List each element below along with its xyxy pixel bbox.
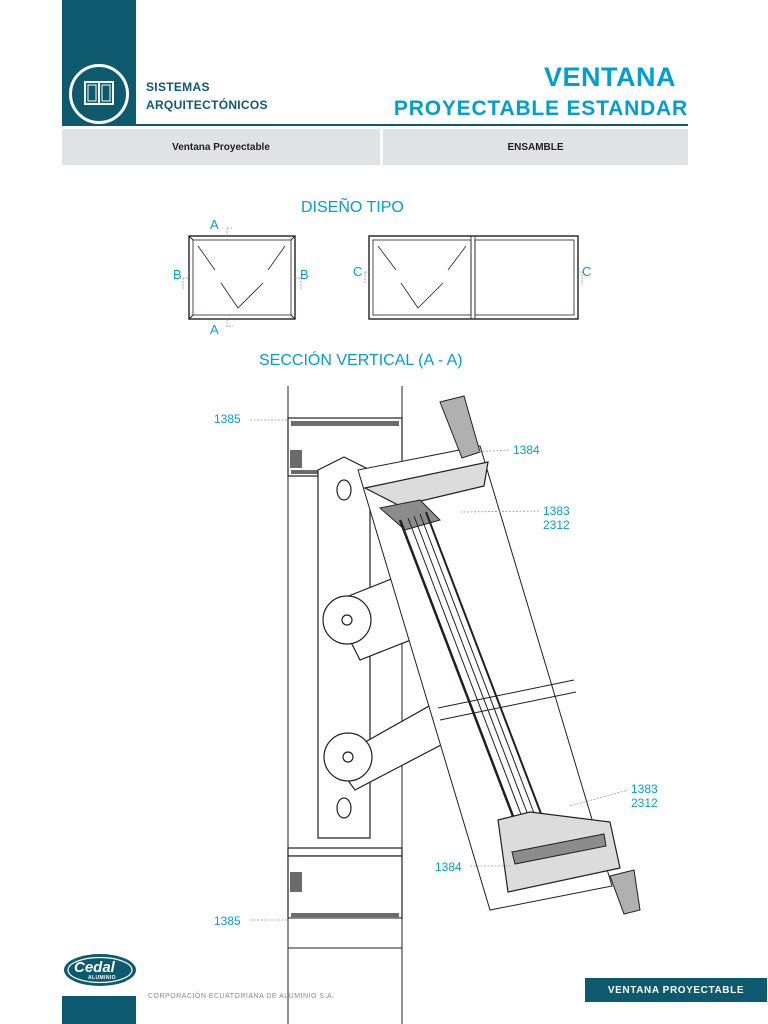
mark-a-bottom: A [210, 322, 219, 337]
label-1383-top: 1383 [543, 504, 570, 518]
window-logo-icon [69, 64, 129, 124]
design-double-window [364, 235, 583, 320]
brand-band-bottom [62, 996, 136, 1024]
design-single-window [182, 227, 302, 327]
mark-b-right: B [300, 267, 309, 282]
label-1383-bottom: 1383 [631, 782, 658, 796]
mark-a-top: A [210, 217, 219, 232]
cedal-logo-text: Cedal [74, 959, 115, 976]
label-2312-bottom: 2312 [631, 796, 658, 810]
label-1385-bottom: 1385 [214, 914, 241, 928]
page-title: VENTANA [543, 62, 676, 92]
cedal-logo-sub: ALUMINIO [88, 975, 116, 981]
company-name: CORPORACIÓN ECUATORIANA DE ALUMINIO S.A. [148, 993, 335, 1000]
leader-lines [250, 419, 629, 921]
mark-c-left: C [353, 264, 363, 279]
page-subtitle: PROYECTABLE ESTANDAR [393, 97, 688, 120]
brand-line-1: SISTEMAS [146, 80, 210, 94]
label-1385-top: 1385 [214, 412, 241, 426]
footer-product-tag: VENTANA PROYECTABLE [585, 978, 767, 1002]
label-1384-top: 1384 [513, 443, 540, 457]
label-2312-top: 2312 [543, 518, 570, 532]
label-1384-bottom: 1384 [435, 860, 462, 874]
header-rule [62, 124, 688, 126]
mark-b-left: B [173, 267, 182, 282]
brand-line-2: ARQUITECTÓNICOS [146, 98, 268, 112]
cedal-logo-icon [64, 954, 136, 986]
sash-profile [357, 395, 641, 915]
mark-c-right: C [582, 264, 592, 279]
info-sheet-type: ENSAMBLE [383, 129, 688, 165]
design-title: DISEÑO TIPO [301, 199, 404, 216]
info-product: Ventana Proyectable [62, 129, 380, 165]
section-title: SECCIÓN VERTICAL (A - A) [259, 352, 463, 369]
